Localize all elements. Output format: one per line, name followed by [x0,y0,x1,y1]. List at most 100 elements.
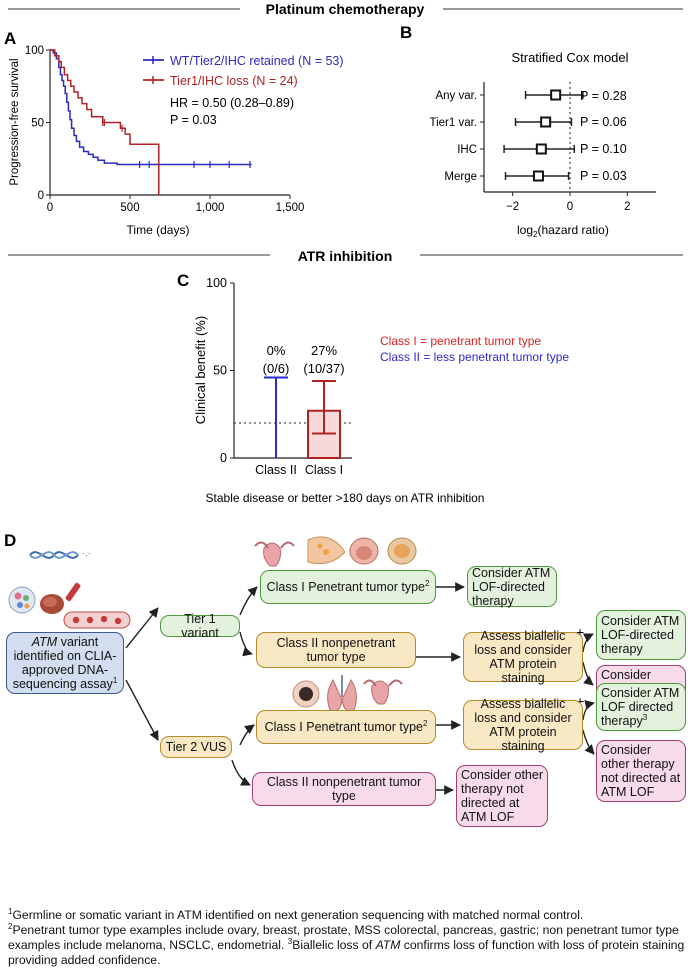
t2-c1-assess-box: Assess biallelic loss and consider ATM p… [463,697,583,753]
t2-minus-result-label: Consider other therapy not directed at A… [601,743,681,799]
t2-class2-box: Class II nonpenetrant tumor type [252,772,436,806]
forest-plot: Stratified Cox model −2 0 2 Any var. Tier1 v… [429,50,656,239]
source-box: ATM variant identified on CLIA-approved … [6,632,124,694]
benefit-y-axis-label: Clinical benefit (%) [193,316,208,424]
benefit-annotation-class2-pct: 0% [267,343,286,358]
dna-sequencing-illustration: ·.· [8,548,131,629]
benefit-y-tick-label: 50 [213,364,227,378]
source-box-text: ATM variant identified on CLIA-approved … [12,635,118,691]
t1-c2-assess-box: Assess biallelic loss and consider ATM p… [463,629,583,685]
benefit-annotation-class1-pct: 27% [311,343,337,358]
class2-legend: Class II = less penetrant tumor type [380,350,569,364]
forest-p-value-1: P = 0.28 [580,89,627,103]
km-x-tick-label: 1,000 [196,202,225,214]
t2-class1-box: Class I Penetrant tumor type2 [256,710,436,744]
t1-plus-result-box: Consider ATM LOF-directed therapy [596,610,686,660]
forest-marks [503,89,584,182]
section-header-platinum: Platinum chemotherapy [8,1,683,17]
forest-estimate-point [550,89,562,101]
benefit-y-tick-label: 100 [206,276,227,290]
forest-x-axis-label: log2(hazard ratio) [517,223,609,239]
class1-legend: Class I = penetrant tumor type [380,334,541,348]
tier2-box: Tier 2 VUS [160,736,232,758]
panel-label-c: C [177,271,189,290]
km-y-tick-label: 100 [25,45,44,57]
panel-label-b: B [400,23,412,42]
km-plot: 0 500 1,000 1,500 0 50 100 Progression-free su… [9,45,344,237]
svg-text:·.·: ·.· [82,548,91,558]
km-y-tick-label: 0 [38,190,44,202]
section-title-platinum: Platinum chemotherapy [266,1,425,17]
footnote-1: 1Germline or somatic variant in ATM iden… [8,906,584,922]
km-x-tick-label: 0 [47,202,53,214]
t1-plus-result-label: Consider ATM LOF-directed therapy [601,614,680,656]
footnote-2-3: 2Penetrant tumor type examples include o… [8,921,685,967]
t1-c2-assess-label: Assess biallelic loss and consider ATM p… [474,629,572,685]
tier1-box: Tier 1 variant [160,612,240,640]
t1-c1-action-label: Consider ATM LOF-directed therapy [472,565,551,608]
km-legend-label-red: Tier1/IHC loss (N = 24) [170,74,298,88]
benefit-y-tick-label: 0 [220,451,227,465]
section-header-atr: ATR inhibition [8,248,683,264]
km-legend: WT/Tier2/IHC retained (N = 53) Tier1/IHC… [143,54,344,88]
t2-minus-result-box: Consider other therapy not directed at A… [596,740,686,802]
km-legend-label-blue: WT/Tier2/IHC retained (N = 53) [170,54,344,68]
km-p-value: P = 0.03 [170,113,217,127]
forest-x-tick-label: −2 [506,201,519,213]
benefit-bars [264,376,341,459]
nonpenetrant-organs-illustration [292,675,403,712]
tier2-label: Tier 2 VUS [165,740,227,754]
km-y-tick-label: 50 [31,118,44,130]
panel-label-d: D [4,531,16,550]
benefit-x-tick-label: Class I [305,463,343,477]
forest-estimate-point [540,116,552,128]
t1-class1-box: Class I Penetrant tumor type2 [260,570,436,604]
km-curve-blue [50,49,252,166]
benefit-annotation-class1-n: (10/37) [303,361,344,376]
km-x-axis-label: Time (days) [127,223,190,237]
forest-title: Stratified Cox model [511,50,628,65]
t1-class2-label: Class II nonpenetrant tumor type [276,636,396,664]
t2-plus-result-box: Consider ATM LOF directed therapy3 [596,683,686,731]
forest-estimate-point [535,143,547,155]
panel-label-a: A [4,29,16,48]
penetrant-organs-illustration [254,536,417,567]
km-hazard-ratio: HR = 0.50 (0.28–0.89) [170,96,294,110]
benefit-x-tick-label: Class II [255,463,297,477]
forest-x-tick-label: 0 [567,201,573,213]
svg-text:log2(hazard ratio): log2(hazard ratio) [517,223,609,239]
forest-row-label: Merge [444,171,477,183]
t1-class2-box: Class II nonpenetrant tumor type [256,632,416,668]
t1-plus-sign: + [576,624,584,640]
km-curves [50,49,252,195]
forest-x-tick-label: 2 [624,201,630,213]
km-axes: 0 500 1,000 1,500 0 50 100 [25,45,305,214]
tier1-label: Tier 1 variant [181,612,219,640]
flowchart-connectors [125,582,595,795]
forest-p-value-3: P = 0.10 [580,142,627,156]
benefit-annotation-class2-n: (0/6) [263,361,290,376]
forest-row-label: Any var. [435,90,477,102]
t1-class1-label: Class I Penetrant tumor type2 [266,578,430,594]
forest-p-value-2: P = 0.06 [580,115,627,129]
forest-estimate-point [532,170,544,182]
forest-row-label: Tier1 var. [429,117,477,129]
t2-plus-sign: + [576,693,584,709]
section-title-atr: ATR inhibition [298,248,393,264]
t2-c1-assess-label: Assess biallelic loss and consider ATM p… [474,697,572,753]
t2-c2-result-box: Consider other therapy not directed at A… [456,765,548,827]
km-x-tick-label: 1,500 [276,202,305,214]
km-x-tick-label: 500 [120,202,139,214]
km-y-axis-label: Progression-free survival [9,58,21,185]
t1-c1-action-box: Consider ATM LOF-directed therapy [467,565,557,608]
t2-c2-result-label: Consider other therapy not directed at A… [461,768,543,824]
forest-row-label: IHC [457,144,477,156]
forest-axes: −2 0 2 Any var. Tier1 var. IHC Merge [429,82,656,213]
t2-class1-label: Class I Penetrant tumor type2 [264,718,428,734]
t2-plus-result-label: Consider ATM LOF directed therapy3 [601,686,680,728]
km-curve-red [50,49,160,195]
benefit-caption: Stable disease or better >180 days on AT… [206,491,485,505]
t2-class2-label: Class II nonpenetrant tumor type [266,775,422,803]
forest-p-value-4: P = 0.03 [580,169,627,183]
